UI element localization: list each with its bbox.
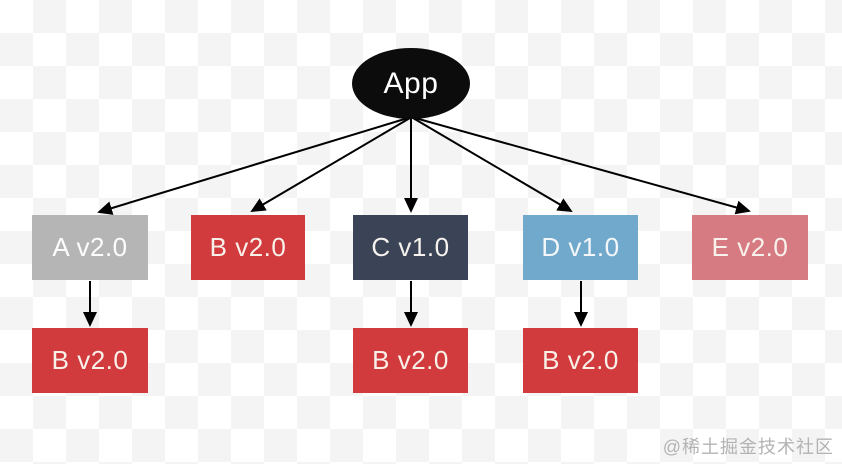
node-b-under-c: B v2.0 (353, 328, 468, 393)
node-a-v2-0: A v2.0 (32, 215, 148, 280)
node-c-v1-0: C v1.0 (353, 215, 468, 280)
edge-app-to-e (414, 117, 751, 215)
edge-app-to-b (250, 117, 411, 213)
node-b-v2-0: B v2.0 (191, 215, 305, 280)
node-e-v2-0: E v2.0 (692, 215, 808, 280)
juejin-watermark: @稀土掘金技术社区 (662, 437, 834, 457)
node-app: App (352, 48, 470, 119)
edge-app-to-d (412, 117, 573, 213)
node-d-v1-0: D v1.0 (523, 215, 638, 280)
node-b-under-a: B v2.0 (32, 328, 148, 393)
node-b-under-d: B v2.0 (523, 328, 638, 393)
edge-app-to-a (97, 117, 409, 215)
